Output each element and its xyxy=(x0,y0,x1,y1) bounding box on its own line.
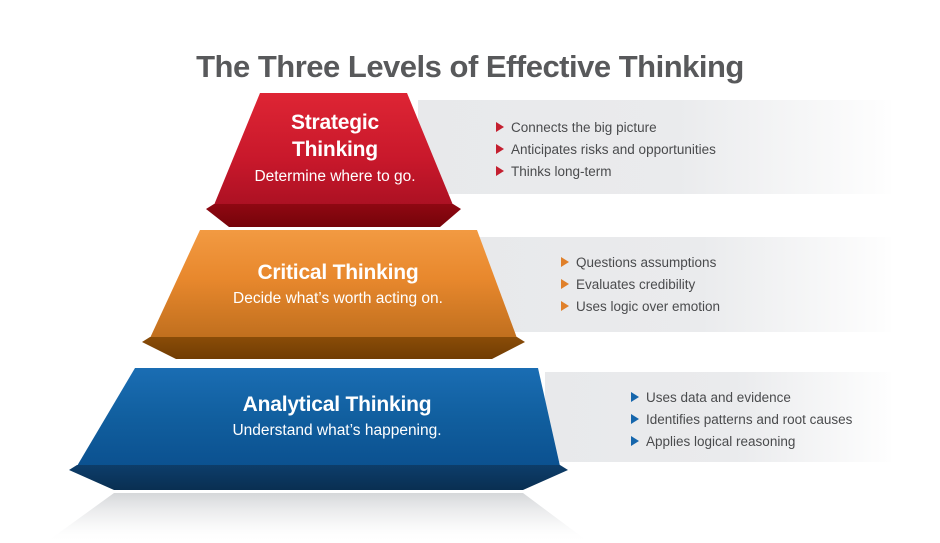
pyramid-reflection xyxy=(45,493,590,543)
pyramid-level-analytical-face xyxy=(77,368,560,466)
list-item: Identifies patterns and root causes xyxy=(631,408,852,430)
pyramid-level-critical-face xyxy=(150,230,517,338)
list-item: Evaluates credibility xyxy=(561,273,720,295)
triangle-bullet-icon xyxy=(561,301,569,311)
list-item: Questions assumptions xyxy=(561,251,720,273)
bullet-list-critical: Questions assumptions Evaluates credibil… xyxy=(561,251,720,317)
level-analytical-heading: Analytical Thinking xyxy=(242,393,432,416)
list-item: Thinks long-term xyxy=(496,160,716,182)
bullet-text: Questions assumptions xyxy=(576,254,717,270)
level-strategic-subtitle: Determine where to go. xyxy=(254,168,416,185)
list-item: Uses data and evidence xyxy=(631,386,852,408)
bullet-text: Uses logic over emotion xyxy=(576,298,721,314)
pyramid-level-critical-bevel xyxy=(142,337,525,359)
triangle-bullet-icon xyxy=(631,436,639,446)
level-analytical-subtitle: Understand what’s happening. xyxy=(232,422,442,439)
triangle-bullet-icon xyxy=(631,414,639,424)
highlight-band-critical xyxy=(470,237,891,332)
bullet-text: Uses data and evidence xyxy=(646,389,791,405)
bullet-text: Evaluates credibility xyxy=(576,276,696,292)
triangle-bullet-icon xyxy=(631,392,639,402)
level-strategic-heading: Strategic Thinking xyxy=(290,111,380,161)
pyramid-level-analytical-bevel xyxy=(69,465,568,490)
list-item: Uses logic over emotion xyxy=(561,295,720,317)
list-item: Connects the big picture xyxy=(496,116,716,138)
pyramid-level-strategic-face xyxy=(214,93,453,205)
triangle-bullet-icon xyxy=(496,122,504,132)
bullet-text: Applies logical reasoning xyxy=(646,433,796,449)
level-critical-subtitle: Decide what’s worth acting on. xyxy=(233,290,443,307)
bullet-list-analytical: Uses data and evidence Identifies patter… xyxy=(631,386,852,452)
triangle-bullet-icon xyxy=(561,257,569,267)
bullet-text: Identifies patterns and root causes xyxy=(646,411,853,427)
page-title: The Three Levels of Effective Thinking xyxy=(196,48,744,84)
bullet-text: Anticipates risks and opportunities xyxy=(511,141,716,157)
bullet-list-strategic: Connects the big picture Anticipates ris… xyxy=(496,116,716,182)
list-item: Anticipates risks and opportunities xyxy=(496,138,716,160)
pyramid-level-strategic-bevel xyxy=(206,204,461,227)
list-item: Applies logical reasoning xyxy=(631,430,852,452)
level-critical-heading: Critical Thinking xyxy=(257,261,419,284)
bullet-text: Thinks long-term xyxy=(511,163,612,179)
triangle-bullet-icon xyxy=(496,144,504,154)
triangle-bullet-icon xyxy=(496,166,504,176)
triangle-bullet-icon xyxy=(561,279,569,289)
bullet-text: Connects the big picture xyxy=(511,119,657,135)
highlight-band-analytical xyxy=(545,372,891,462)
